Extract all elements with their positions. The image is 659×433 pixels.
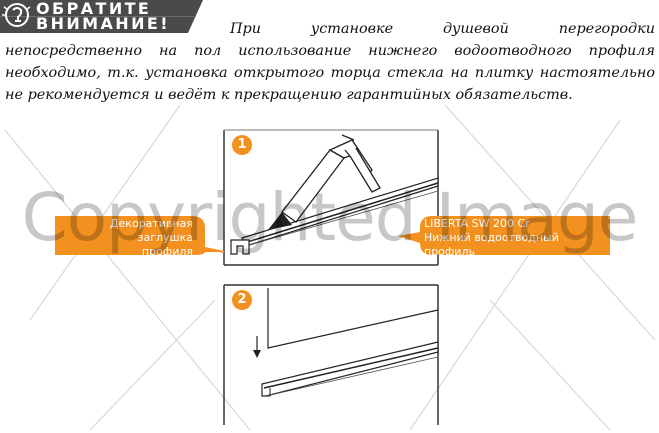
callout-end-cap-line2: профиля	[141, 245, 193, 258]
callout-profile: LIBERTA SW 200 Cr Нижний водоотводный пр…	[424, 217, 609, 258]
step-2-panel	[223, 284, 439, 425]
step-2-badge: 2	[232, 290, 252, 310]
callout-profile-line1: LIBERTA SW 200 Cr	[424, 217, 530, 230]
lightbulb-icon	[2, 3, 31, 27]
attention-title: ОБРАТИТЕ ВНИМАНИЕ!	[36, 0, 170, 33]
end-cap	[230, 239, 250, 255]
callout-right-shape	[398, 216, 610, 255]
attention-banner: ОБРАТИТЕ ВНИМАНИЕ!	[0, 0, 203, 33]
callout-profile-line2: Нижний водоотводный профиль	[424, 231, 559, 258]
caulk-gun	[281, 134, 381, 223]
attention-title-line1: ОБРАТИТЕ	[36, 0, 152, 18]
callout-end-cap: Декоративная заглушка профиля	[55, 217, 193, 258]
attention-title-line2: ВНИМАНИЕ!	[36, 14, 170, 33]
attention-banner-shape	[0, 0, 203, 33]
step-1-badge: 1	[232, 135, 252, 155]
callout-end-cap-line1: Декоративная заглушка	[109, 217, 193, 244]
step-1-panel	[223, 129, 439, 266]
callout-left-shape	[55, 216, 225, 255]
notice-text: При установке душевой перегородки непоср…	[5, 21, 655, 103]
